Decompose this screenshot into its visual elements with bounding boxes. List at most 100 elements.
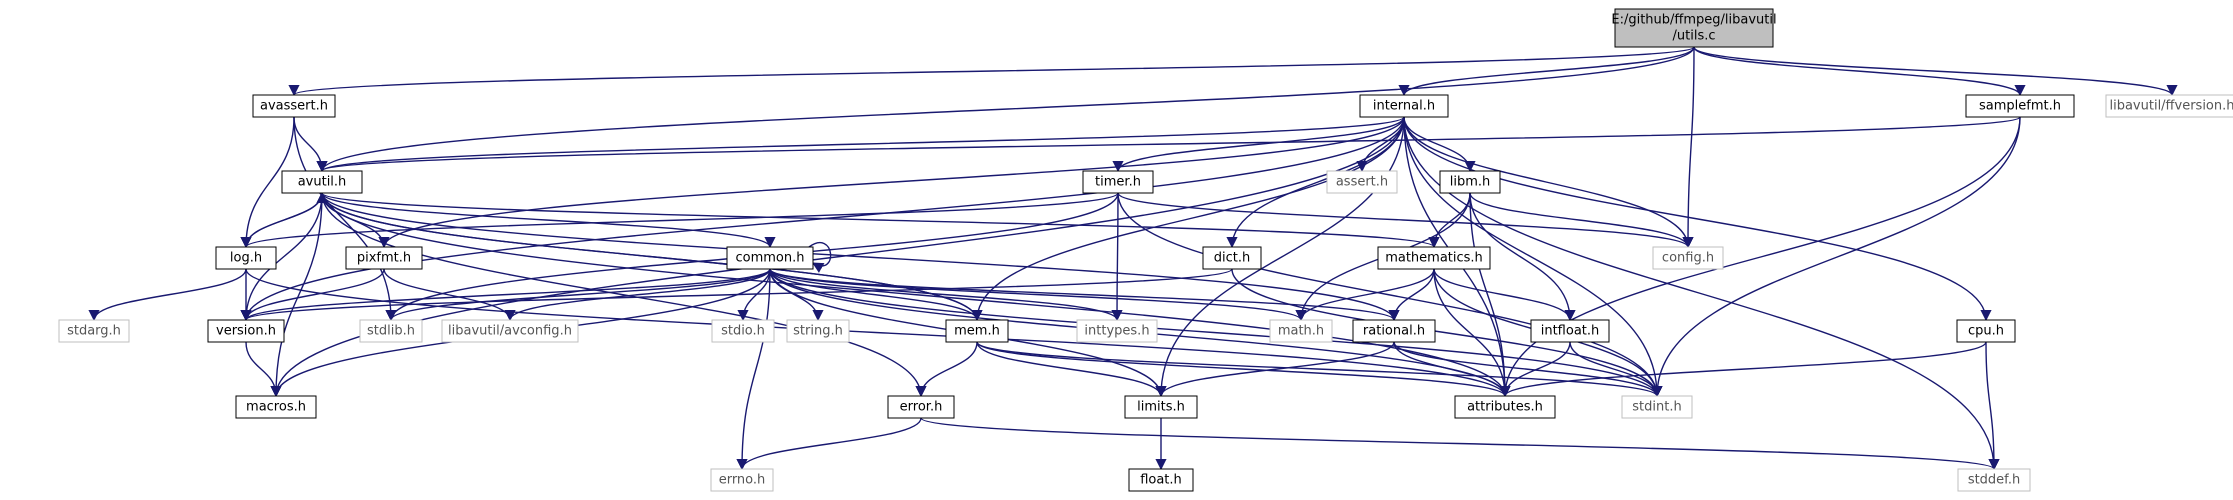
node-inttypes-label: inttypes.h (1084, 324, 1149, 339)
edge-error-to-errno (736, 417, 922, 471)
edge-libm-to-intfloat (1469, 192, 1576, 322)
edge-timer-to-stdint (1117, 192, 1663, 398)
node-ffversion: libavutil/ffversion.h (2105, 94, 2233, 118)
node-libm[interactable]: libm.h (1439, 170, 1501, 194)
edge-samplefmt-to-stdint (1651, 116, 2021, 398)
node-macros-box (235, 395, 317, 419)
node-float[interactable]: float.h (1128, 468, 1194, 492)
node-avconfig-box (441, 319, 579, 343)
edge-avassert-to-log (240, 116, 295, 249)
edge-libm-to-config (1469, 192, 1694, 249)
node-config-label: config.h (1662, 251, 1714, 266)
node-assert-label: assert.h (1336, 175, 1388, 190)
node-libm-label: libm.h (1450, 175, 1491, 190)
edge-avutil-to-mathematics (321, 192, 1440, 249)
node-dict-box (1202, 246, 1262, 270)
edge-root-to-samplefmt (1693, 46, 2026, 97)
node-intfloat-label: intfloat.h (1541, 324, 1600, 339)
edge-mem-to-limits (976, 341, 1167, 398)
edge-common-to-common (808, 241, 832, 273)
edge-rational-to-stdint (1393, 341, 1663, 398)
node-mem[interactable]: mem.h (945, 319, 1009, 343)
node-timer-box (1082, 170, 1154, 194)
edge-common-to-inttypes (769, 268, 1123, 322)
node-rational-label: rational.h (1363, 324, 1425, 339)
node-intfloat[interactable]: intfloat.h (1530, 319, 1610, 343)
edge-root-to-internal (1398, 46, 1695, 97)
node-samplefmt[interactable]: samplefmt.h (1965, 94, 2075, 118)
node-limits[interactable]: limits.h (1124, 395, 1198, 419)
edge-avutil-to-common (321, 192, 776, 249)
node-string-label: string.h (793, 324, 843, 339)
edge-rational-to-limits (1155, 341, 1395, 398)
node-stdarg-label: stdarg.h (67, 324, 121, 339)
node-config-box (1652, 246, 1724, 270)
edge-dict-to-stdint (1231, 268, 1663, 398)
node-libm-box (1439, 170, 1501, 194)
node-macros[interactable]: macros.h (235, 395, 317, 419)
edge-cpu-to-stddef (1985, 341, 2000, 471)
edge-internal-to-limits (1155, 116, 1405, 398)
dependency-edges (88, 46, 2178, 471)
node-samplefmt-box (1965, 94, 2075, 118)
node-common[interactable]: common.h (726, 246, 814, 270)
edge-common-to-mem (769, 268, 983, 322)
edge-mathematics-to-rational (1388, 268, 1435, 322)
edge-error-to-stddef (920, 417, 2000, 471)
edge-common-to-stdio (737, 268, 771, 322)
node-dict[interactable]: dict.h (1202, 246, 1262, 270)
edge-mem-to-stdint (976, 341, 1663, 398)
node-root-label: E:/github/ffmpeg/libavutil (1611, 13, 1776, 28)
node-assert: assert.h (1326, 170, 1398, 194)
node-pixfmt-label: pixfmt.h (357, 251, 411, 266)
node-rational-box (1352, 319, 1436, 343)
node-avutil[interactable]: avutil.h (281, 170, 363, 194)
node-root[interactable]: E:/github/ffmpeg/libavutil/utils.c (1611, 8, 1777, 48)
node-limits-label: limits.h (1137, 400, 1185, 415)
edge-mem-to-attributes (976, 341, 1511, 398)
edge-internal-to-timer (1112, 116, 1405, 173)
node-error[interactable]: error.h (887, 395, 955, 419)
edge-internal-to-avutil (316, 116, 1405, 173)
node-common-label: common.h (736, 251, 805, 266)
node-internal-box (1359, 94, 1449, 118)
node-version[interactable]: version.h (207, 319, 285, 343)
node-attributes[interactable]: attributes.h (1454, 395, 1556, 419)
edge-internal-to-cpu (1403, 116, 1992, 322)
node-timer[interactable]: timer.h (1082, 170, 1154, 194)
node-ffversion-label: libavutil/ffversion.h (2109, 99, 2233, 114)
node-rational[interactable]: rational.h (1352, 319, 1436, 343)
node-stdint-label: stdint.h (1632, 400, 1681, 415)
node-cpu-label: cpu.h (1968, 324, 2004, 339)
edge-libm-to-mathematics (1428, 192, 1471, 249)
edge-timer-to-inttypes (1111, 192, 1123, 322)
node-math: math.h (1269, 319, 1333, 343)
edge-mathematics-to-intfloat (1433, 268, 1576, 322)
node-pixfmt[interactable]: pixfmt.h (345, 246, 423, 270)
node-avconfig: libavutil/avconfig.h (441, 319, 579, 343)
edge-common-to-stdint (769, 268, 1663, 398)
node-version-label: version.h (216, 324, 276, 339)
edge-intfloat-to-stdint (1569, 341, 1663, 398)
edge-mem-to-avutil (316, 191, 978, 321)
edge-libm-to-attributes (1469, 192, 1511, 398)
node-timer-label: timer.h (1095, 175, 1141, 190)
node-internal[interactable]: internal.h (1359, 94, 1449, 118)
node-errno: errno.h (710, 468, 774, 492)
edge-internal-to-pixfmt (378, 116, 1405, 249)
node-pixfmt-box (345, 246, 423, 270)
edge-avutil-to-rational (321, 192, 1400, 322)
node-stdlib: stdlib.h (359, 319, 423, 343)
edge-root-to-config (1682, 46, 1695, 249)
edge-version-to-macros (245, 341, 282, 398)
node-math-label: math.h (1278, 324, 1324, 339)
edge-cpu-to-attributes (1499, 341, 1987, 398)
node-stdarg: stdarg.h (58, 319, 130, 343)
node-cpu[interactable]: cpu.h (1956, 319, 2016, 343)
node-math-box (1269, 319, 1333, 343)
node-mathematics[interactable]: mathematics.h (1377, 246, 1491, 270)
node-log[interactable]: log.h (215, 246, 277, 270)
node-avassert[interactable]: avassert.h (252, 94, 336, 118)
node-stdlib-box (359, 319, 423, 343)
